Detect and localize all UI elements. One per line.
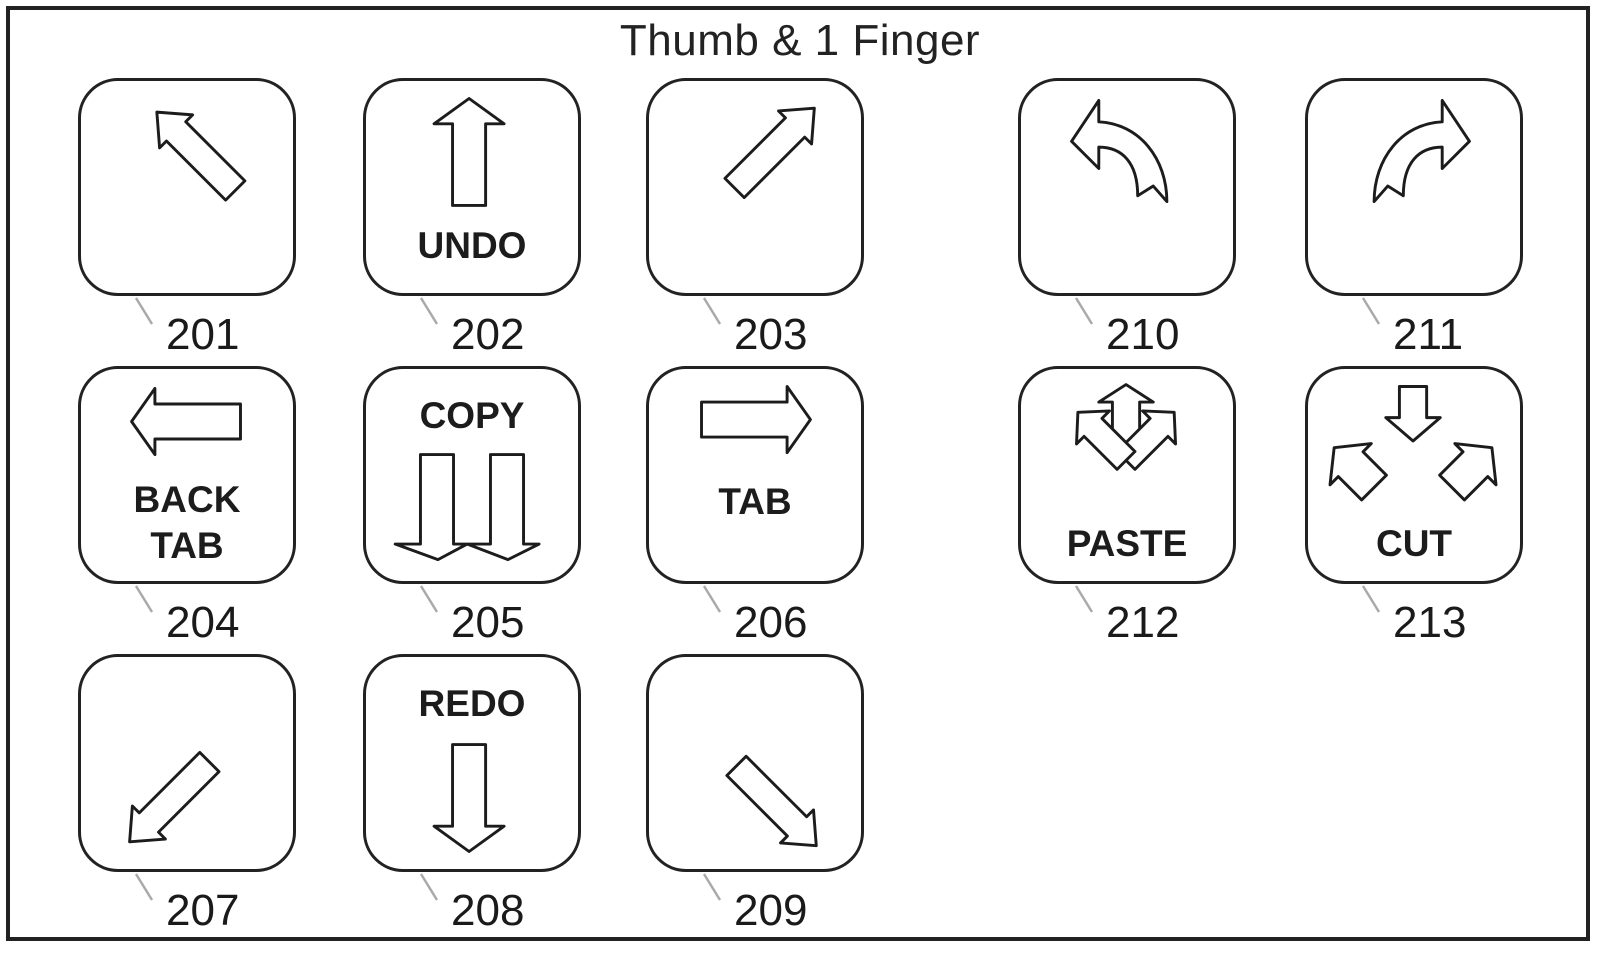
leader-line-213: [1361, 585, 1381, 613]
spread-arrows-icon: [1075, 383, 1177, 471]
leader-line-209: [702, 873, 722, 901]
gesture-label: TAB: [718, 481, 792, 522]
arrow-left-icon: [130, 386, 242, 457]
pinch-arrows-icon: [1328, 385, 1498, 502]
arrow-down-right-icon: [725, 754, 818, 848]
reference-numeral-204: 204: [166, 598, 240, 647]
rotate-clockwise-icon: [1372, 98, 1471, 204]
gesture-tile-207: [78, 654, 296, 872]
reference-numeral-213: 213: [1393, 598, 1467, 647]
reference-numeral-207: 207: [166, 886, 240, 935]
gesture-label: REDO: [418, 683, 526, 724]
gesture-tile-206: TAB: [646, 366, 864, 584]
gesture-tile-209: [646, 654, 864, 872]
gesture-tile-201: [78, 78, 296, 296]
gesture-tile-203: [646, 78, 864, 296]
leader-line-212: [1074, 585, 1094, 613]
double-arrow-down-icon: [393, 453, 541, 562]
gesture-tile-205: COPY: [363, 366, 581, 584]
reference-numeral-206: 206: [734, 598, 808, 647]
arrow-up-icon: [432, 97, 506, 207]
figure-title: Thumb & 1 Finger: [619, 16, 981, 65]
gesture-label: UNDO: [417, 225, 527, 266]
reference-numeral-203: 203: [734, 310, 808, 359]
gesture-label: COPY: [419, 395, 525, 436]
gesture-tile-212: PASTE: [1018, 366, 1236, 584]
leader-line-206: [702, 585, 722, 613]
leader-line-204: [134, 585, 154, 613]
gesture-tile-210: [1018, 78, 1236, 296]
gesture-tile-208: REDO: [363, 654, 581, 872]
gesture-tile-204: BACK TAB: [78, 366, 296, 584]
arrow-down-icon: [432, 743, 506, 853]
reference-numeral-209: 209: [734, 886, 808, 935]
arrow-down-left-icon: [128, 750, 221, 844]
leader-line-202: [419, 297, 439, 325]
gesture-tile-211: [1305, 78, 1523, 296]
leader-line-211: [1361, 297, 1381, 325]
reference-numeral-205: 205: [451, 598, 525, 647]
arrow-right-icon: [700, 385, 812, 455]
gesture-tile-213: CUT: [1305, 366, 1523, 584]
reference-numeral-211: 211: [1393, 310, 1464, 359]
reference-numeral-201: 201: [166, 310, 240, 359]
arrow-up-right-icon: [723, 106, 816, 200]
arrow-up-left-icon: [155, 110, 247, 202]
gesture-label: TAB: [150, 525, 224, 566]
gesture-label: BACK: [133, 479, 241, 520]
gesture-label: PASTE: [1066, 523, 1188, 564]
gesture-tile-202: UNDO: [363, 78, 581, 296]
reference-numeral-208: 208: [451, 886, 525, 935]
leader-line-210: [1074, 297, 1094, 325]
leader-line-201: [134, 297, 154, 325]
reference-numeral-202: 202: [451, 310, 525, 359]
leader-line-203: [702, 297, 722, 325]
leader-line-207: [134, 873, 154, 901]
gesture-label: CUT: [1375, 523, 1453, 564]
leader-line-208: [419, 873, 439, 901]
reference-numeral-210: 210: [1106, 310, 1180, 359]
reference-numeral-212: 212: [1106, 598, 1180, 647]
rotate-counterclockwise-icon: [1070, 98, 1169, 204]
leader-line-205: [419, 585, 439, 613]
